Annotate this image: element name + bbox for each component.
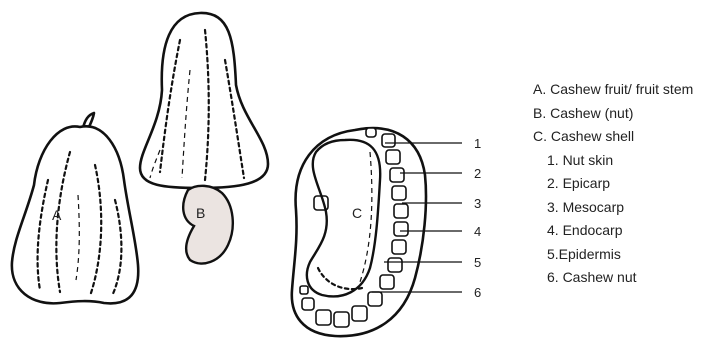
legend-item-a: A. Cashew fruit/ fruit stem <box>533 78 693 102</box>
callout-number-6: 6 <box>474 285 481 300</box>
shell-cell <box>300 286 308 294</box>
legend-item-c: C. Cashew shell <box>533 125 693 149</box>
shell-cell <box>390 168 404 182</box>
shell-c-label: C <box>352 205 362 221</box>
legend-item-6: 6. Cashew nut <box>533 266 693 290</box>
legend-item-3: 3. Mesocarp <box>533 196 693 220</box>
legend: A. Cashew fruit/ fruit stem B. Cashew (n… <box>533 78 693 290</box>
shell-cell <box>334 312 349 327</box>
shell-cell <box>380 275 394 289</box>
shell-c-cross-section: C <box>292 128 426 336</box>
fruit-b-drawing: B <box>140 13 268 264</box>
nut-b-shape <box>183 186 233 264</box>
shell-cell <box>386 150 400 164</box>
callout-number-3: 3 <box>474 196 481 211</box>
fruit-b-outline <box>140 13 268 188</box>
callout-number-4: 4 <box>474 224 481 239</box>
shell-cell <box>394 222 408 236</box>
shell-cell <box>316 310 331 325</box>
shell-cell <box>394 204 408 218</box>
shell-cell <box>388 258 402 272</box>
fruit-a-label: A <box>52 207 62 223</box>
legend-item-2: 2. Epicarp <box>533 172 693 196</box>
shell-cell <box>302 298 314 310</box>
legend-item-b: B. Cashew (nut) <box>533 102 693 126</box>
shell-cell <box>392 186 406 200</box>
legend-item-1: 1. Nut skin <box>533 149 693 173</box>
legend-item-4: 4. Endocarp <box>533 219 693 243</box>
shell-cell <box>382 134 395 147</box>
legend-item-5: 5.Epidermis <box>533 243 693 267</box>
callout-number-2: 2 <box>474 166 481 181</box>
shell-cell <box>392 240 406 254</box>
shell-cell <box>366 128 376 137</box>
callout-number-5: 5 <box>474 255 481 270</box>
shell-cell <box>368 292 382 306</box>
fruit-a-drawing: A <box>12 113 138 303</box>
nut-b-label: B <box>196 205 205 221</box>
shell-cell <box>352 306 367 321</box>
callout-number-1: 1 <box>474 136 481 151</box>
